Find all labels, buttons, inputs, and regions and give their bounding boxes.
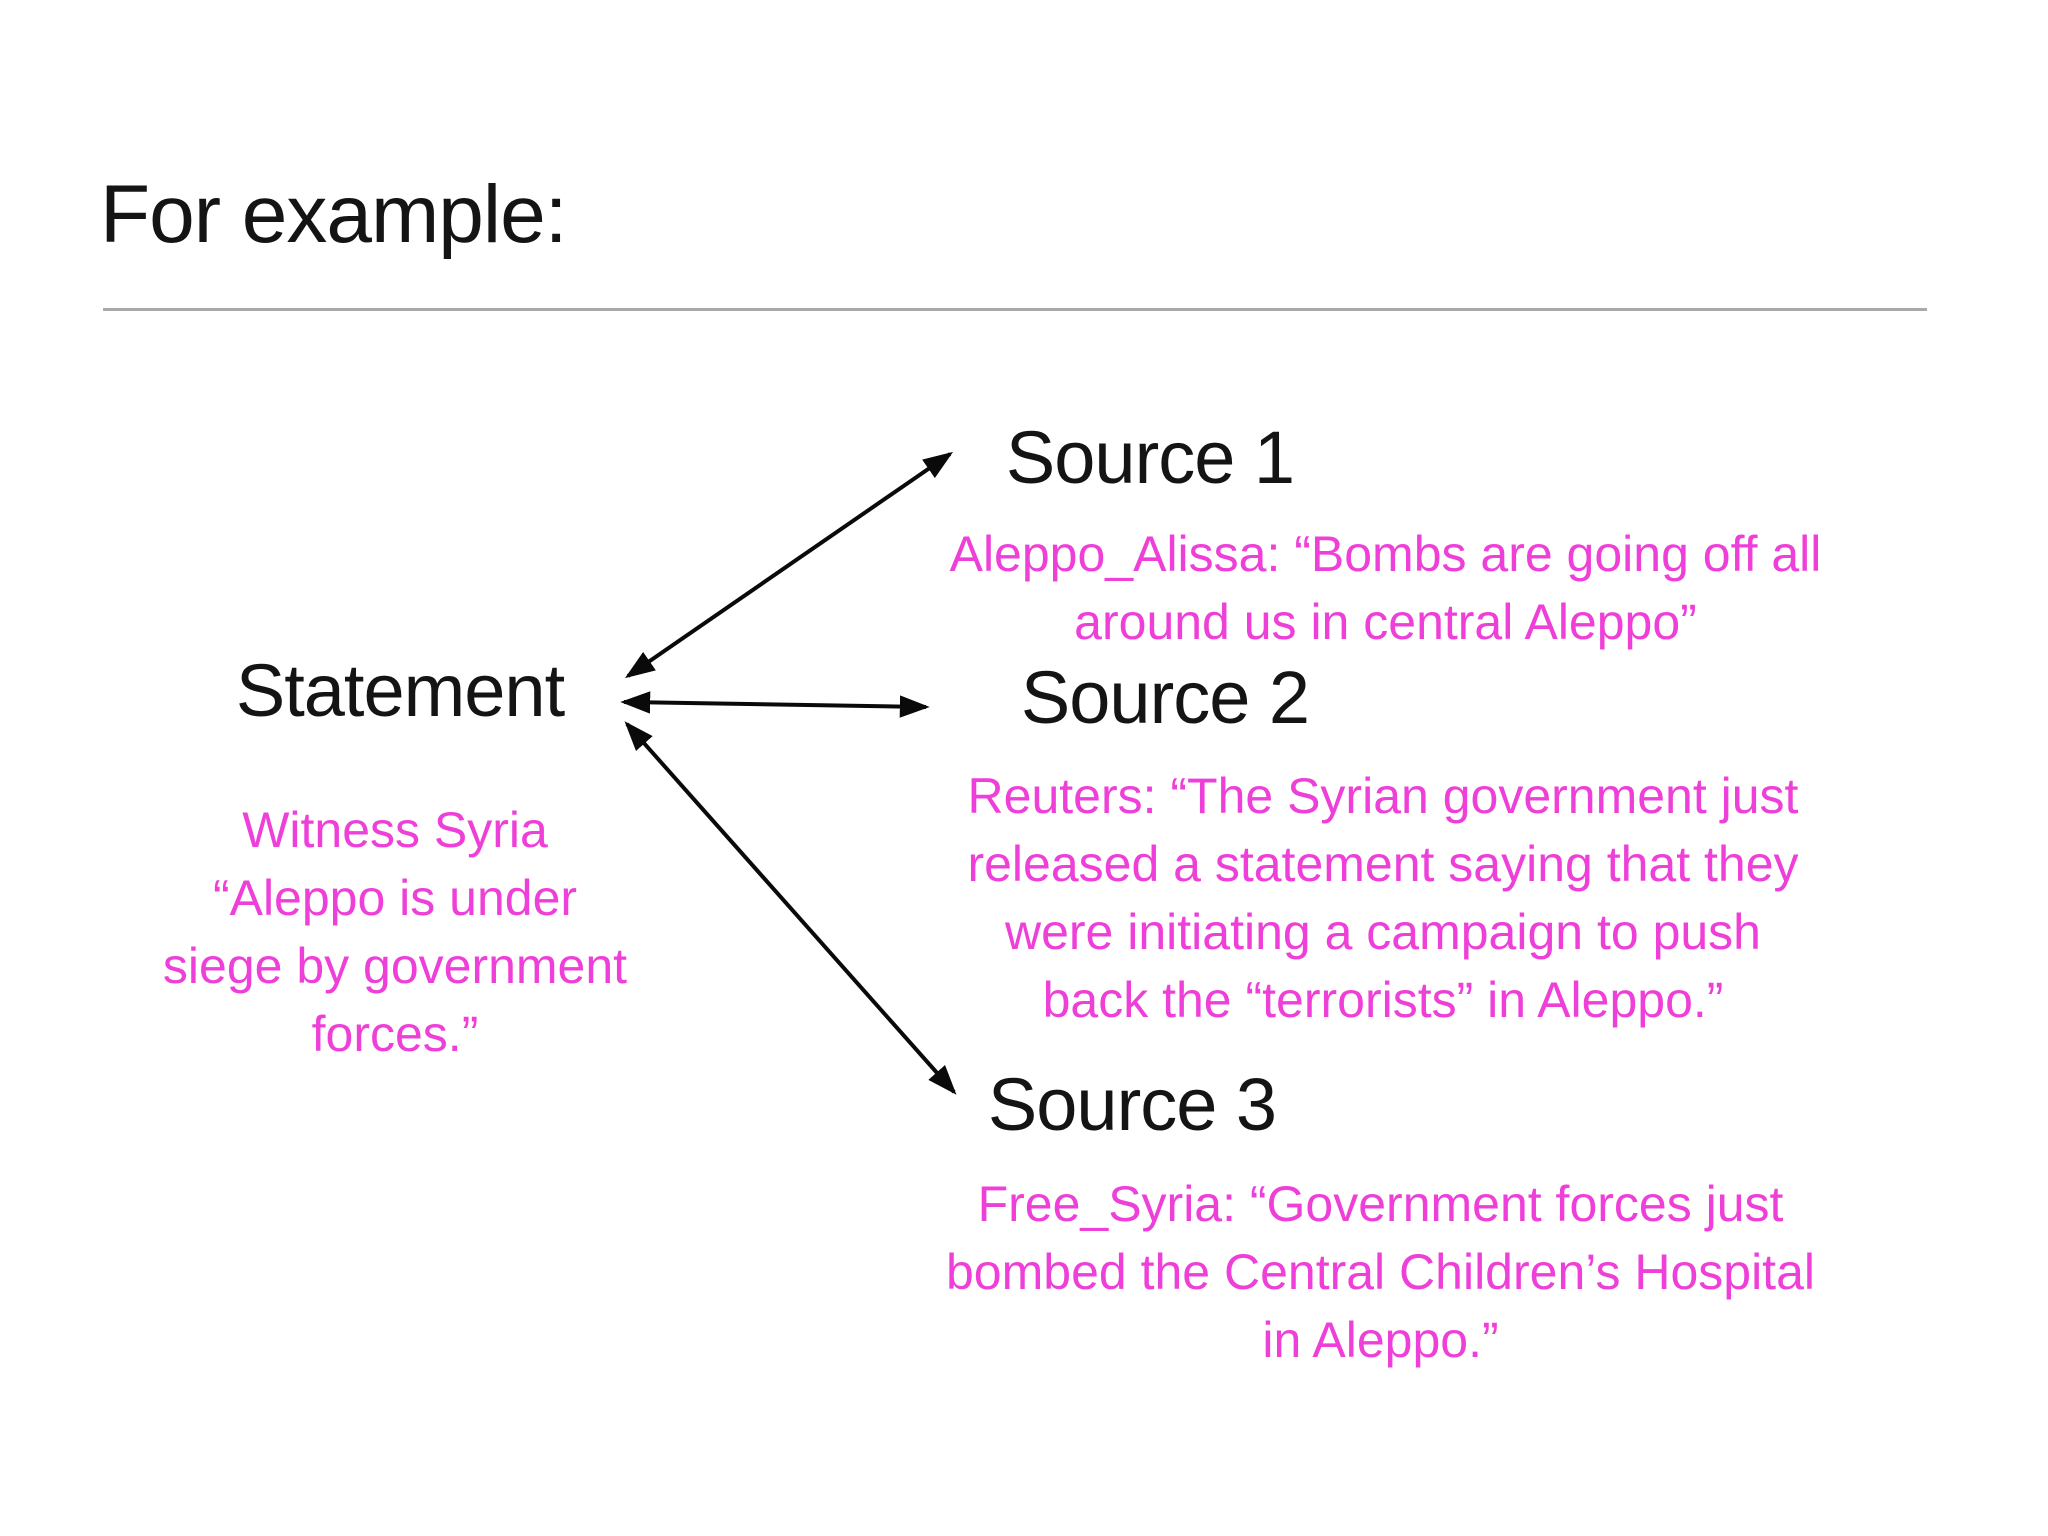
source-2-label: Source 2: [1020, 656, 1310, 739]
source-3-label: Source 3: [987, 1063, 1277, 1146]
source-1-quote-line: Aleppo_Alissa: “Bombs are going off all: [949, 526, 1822, 582]
source-1-quote-line: around us in central Aleppo”: [1074, 594, 1697, 650]
title-divider: [103, 308, 1927, 311]
source-3-quote-line: in Aleppo.”: [1262, 1312, 1499, 1368]
source-3-quote-line: Free_Syria: “Government forces just: [977, 1176, 1784, 1232]
source-1-quote: Aleppo_Alissa: “Bombs are going off all …: [878, 520, 1893, 656]
source-2-quote-line: released a statement saying that they: [967, 836, 1799, 892]
statement-quote-line: Witness Syria: [242, 802, 548, 858]
statement-quote-line: forces.”: [311, 1006, 479, 1062]
statement-quote-line: “Aleppo is under: [212, 870, 578, 926]
source-3-quote: Free_Syria: “Government forces just bomb…: [858, 1170, 1903, 1374]
statement-label: Statement: [235, 649, 565, 732]
statement-quote: Witness Syria “Aleppo is under siege by …: [100, 796, 690, 1068]
source-2-quote-line: back the “terrorists” in Aleppo.”: [1042, 972, 1724, 1028]
statement-quote-line: siege by government: [162, 938, 628, 994]
source-2-quote-line: Reuters: “The Syrian government just: [967, 768, 1799, 824]
source-1-label: Source 1: [1005, 416, 1295, 499]
source-2-quote: Reuters: “The Syrian government just rel…: [878, 762, 1888, 1034]
arrow-statement-source2-icon: [620, 691, 930, 718]
source-3-quote-line: bombed the Central Children’s Hospital: [946, 1244, 1815, 1300]
slide-title: For example:: [100, 169, 568, 260]
source-2-quote-line: were initiating a campaign to push: [1004, 904, 1761, 960]
